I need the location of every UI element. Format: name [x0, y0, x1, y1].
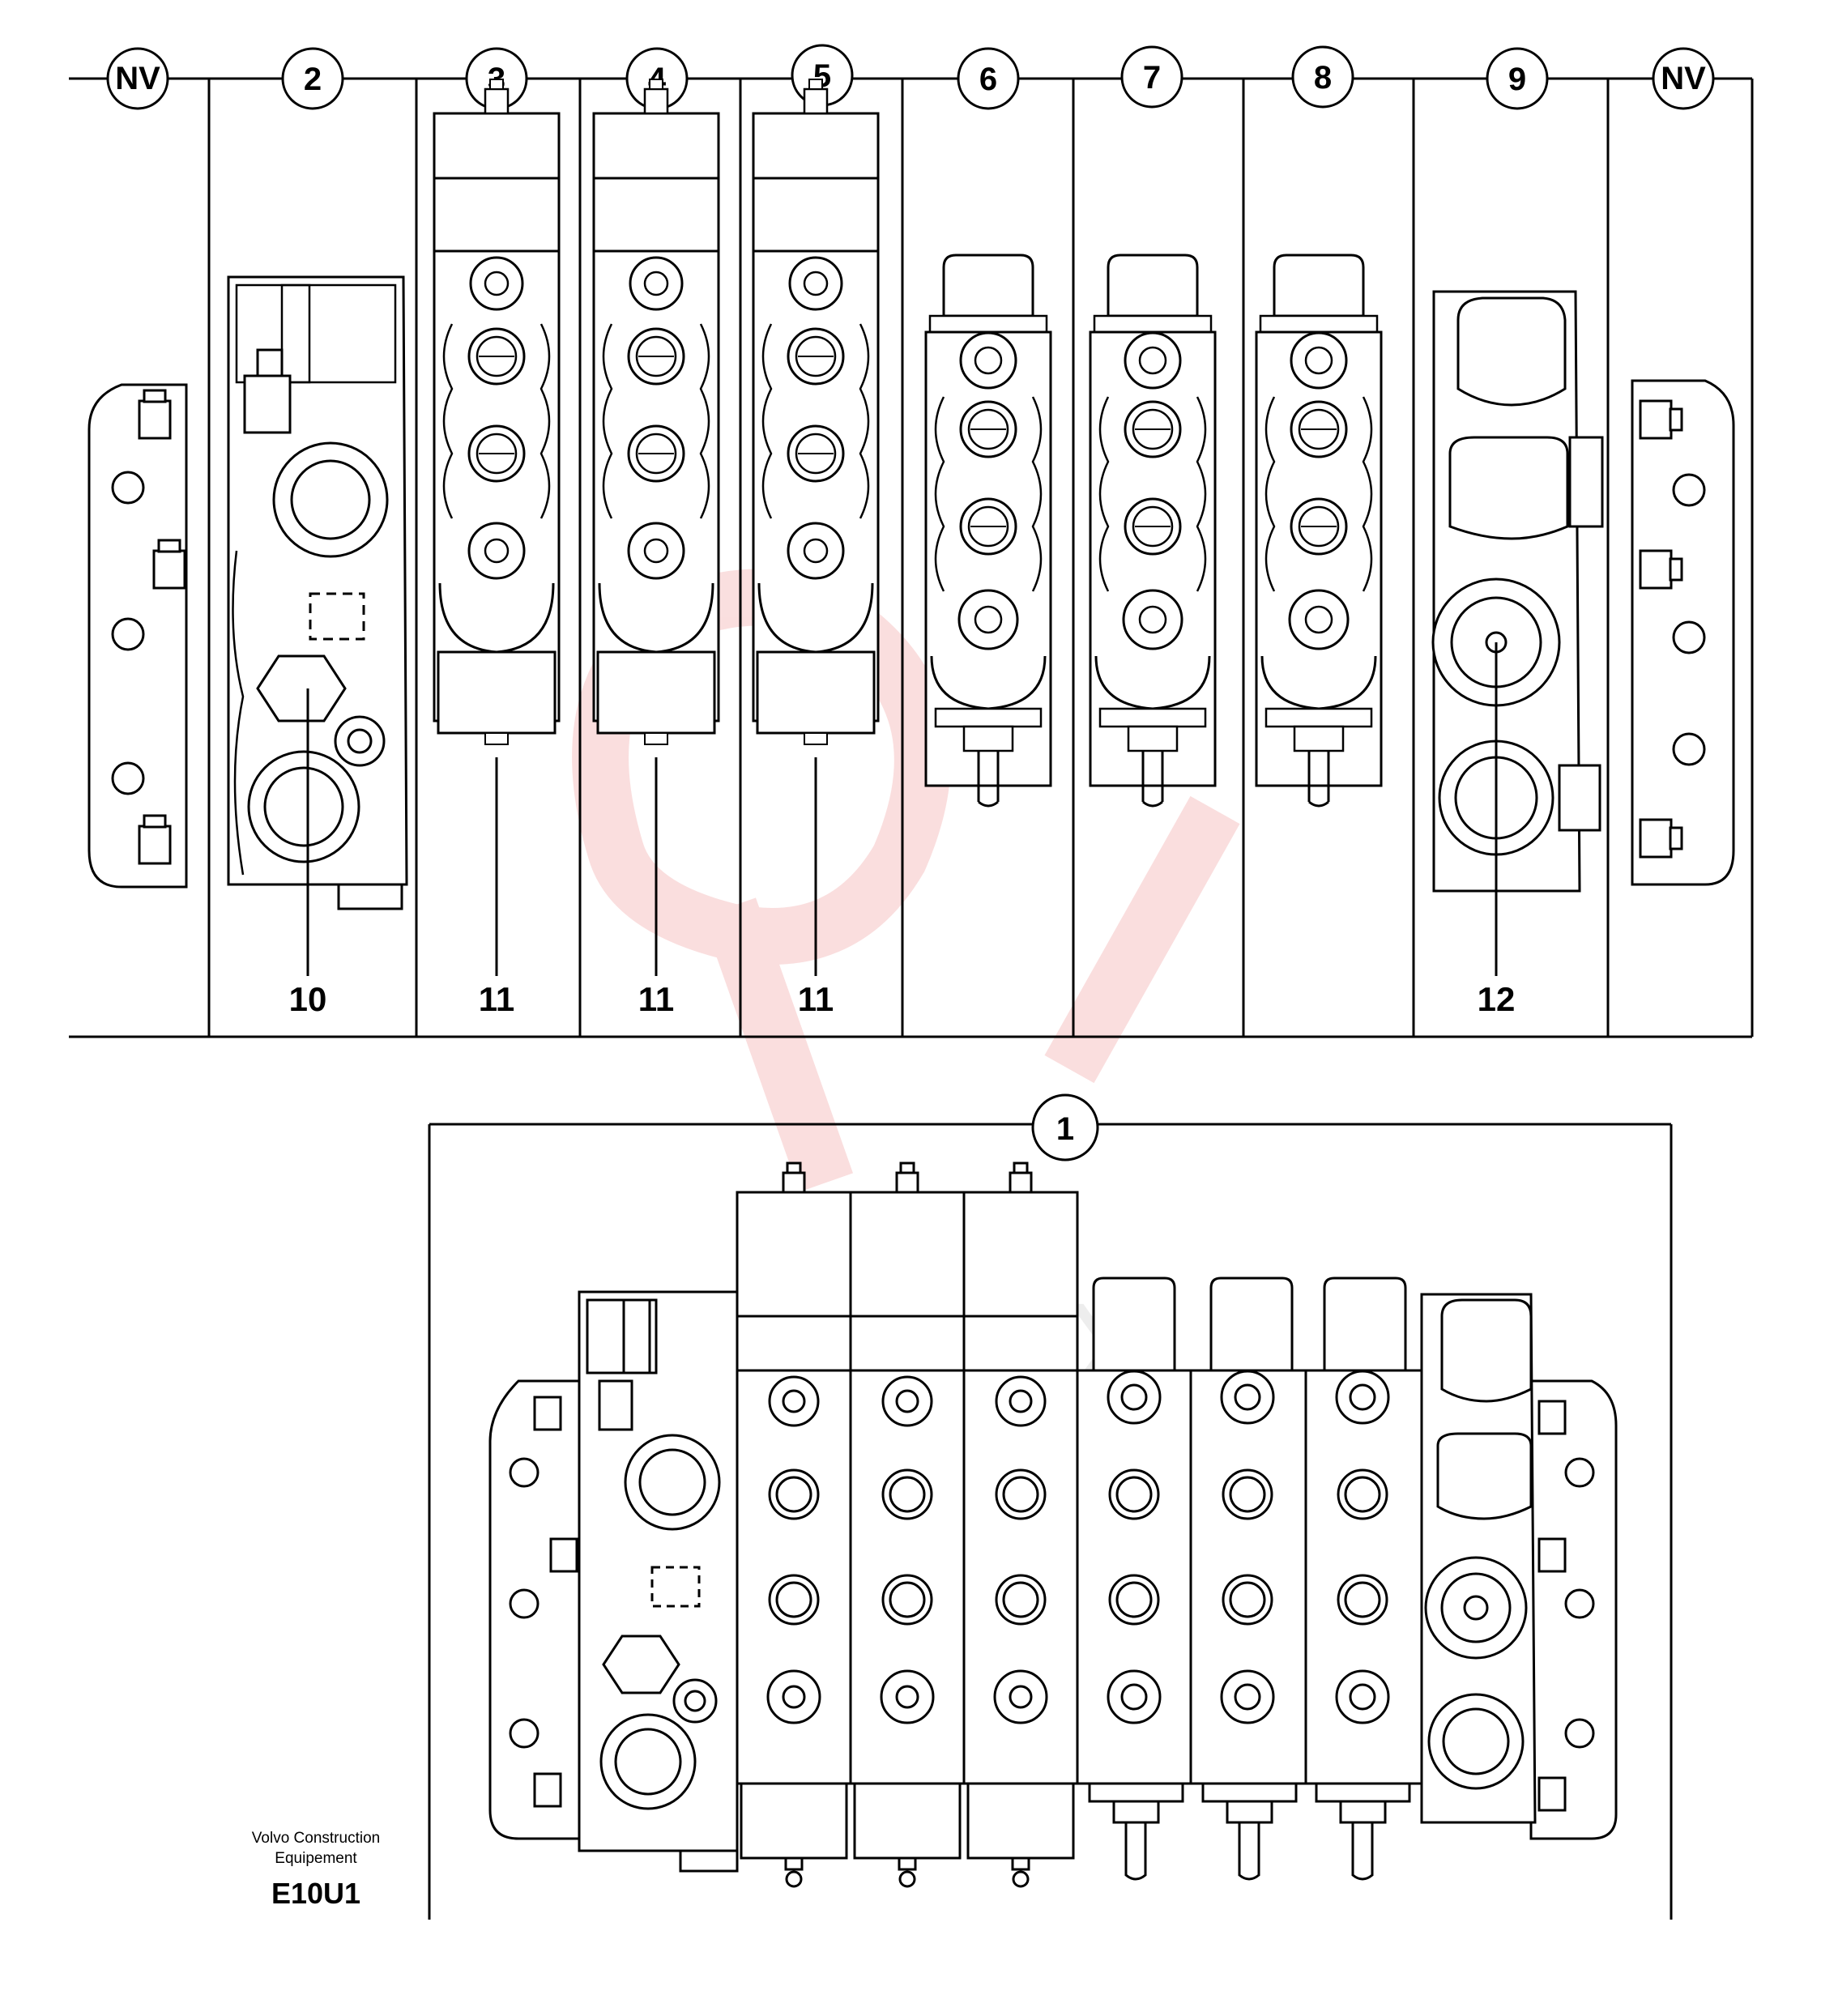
- svg-text:8: 8: [1314, 60, 1332, 96]
- svg-text:1: 1: [1056, 1111, 1074, 1147]
- top-grid: [69, 77, 1754, 1038]
- header-callout-9: 9: [1486, 47, 1549, 110]
- inlet-section: [227, 275, 408, 910]
- section-8-cap: [1255, 254, 1383, 808]
- outlet-section: [1431, 290, 1604, 893]
- section-7-cap: [1089, 254, 1217, 808]
- section-5-solenoid: [752, 78, 880, 746]
- part-label-10: 10: [289, 980, 327, 1018]
- svg-text:6: 6: [979, 62, 997, 97]
- right-end-plate: [1631, 379, 1735, 886]
- header-callout-2: 2: [281, 47, 344, 110]
- caption-block: Volvo Construction Equipement E10U1: [252, 1830, 380, 1910]
- assembled-valve: [488, 1161, 1618, 1888]
- svg-text:2: 2: [304, 62, 322, 97]
- section-6-cap: [924, 254, 1052, 808]
- header-callout-7: 7: [1120, 45, 1183, 109]
- svg-text:NV: NV: [115, 61, 160, 96]
- header-callout-nv-right: NV: [1652, 47, 1715, 110]
- section-4-solenoid: [592, 78, 720, 746]
- leader-lines: [306, 642, 1498, 976]
- header-callout-6: 6: [957, 47, 1020, 110]
- part-label-11b: 11: [638, 980, 674, 1018]
- assembly-callout: 1: [1031, 1093, 1099, 1161]
- header-callout-8: 8: [1291, 45, 1354, 109]
- svg-text:9: 9: [1508, 62, 1526, 97]
- left-end-plate: [87, 383, 188, 889]
- assembly-frame: [428, 1123, 1673, 1920]
- header-callout-nv-left: NV: [106, 47, 169, 110]
- svg-text:7: 7: [1143, 60, 1161, 96]
- svg-text:NV: NV: [1661, 61, 1706, 96]
- caption-line2: Equipement: [275, 1850, 357, 1867]
- part-label-11a: 11: [479, 980, 514, 1018]
- caption-code: E10U1: [271, 1877, 360, 1910]
- section-3-solenoid: [433, 78, 561, 746]
- part-label-11c: 11: [798, 980, 834, 1018]
- caption-line1: Volvo Construction: [252, 1830, 380, 1847]
- part-label-12: 12: [1478, 980, 1516, 1018]
